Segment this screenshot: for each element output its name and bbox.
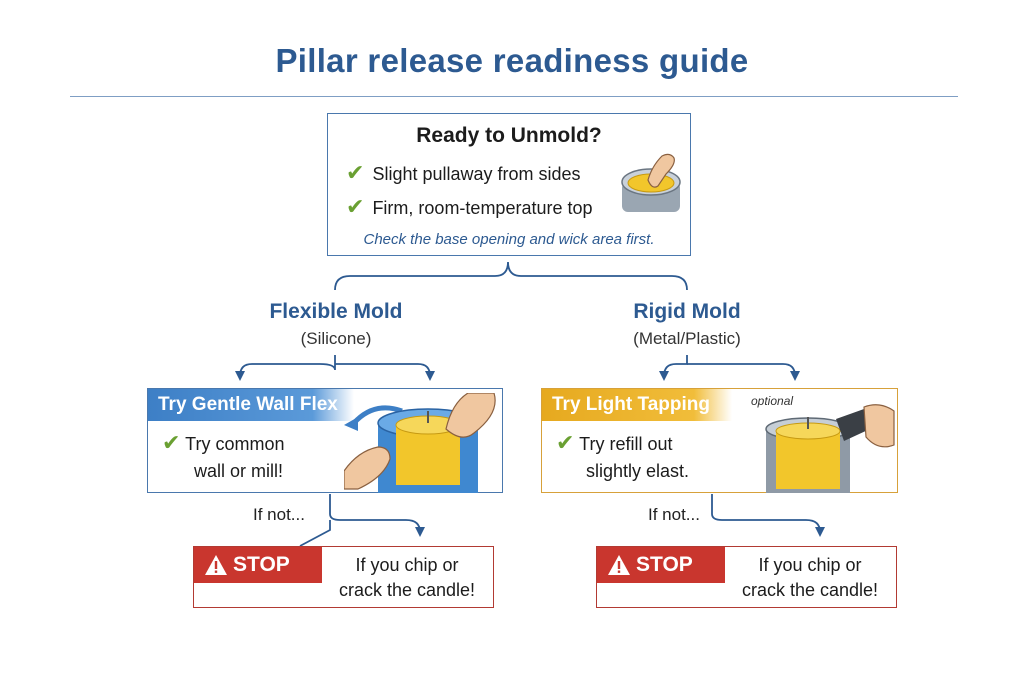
rigid-split-connector: [659, 355, 688, 381]
page-title: Pillar release readiness guide: [275, 42, 749, 79]
flex-if-not-label: If not...: [253, 505, 305, 524]
checkmark-icon: ✔: [162, 430, 181, 455]
check-item-firm-top: ✔Firm, room-temperature top: [346, 194, 593, 219]
optional-label: optional: [751, 394, 794, 408]
checkmark-icon: ✔: [346, 160, 365, 185]
stop-badge: STOP: [597, 547, 725, 583]
flexible-mold-title: Flexible Mold: [269, 300, 403, 323]
rigid-if-not-label: If not...: [648, 505, 700, 524]
flexible-mold-subtitle: (Silicone): [300, 329, 372, 348]
checkmark-icon: ✔: [556, 430, 575, 455]
flex-stop-box: STOP If you chip or crack the candle!: [193, 546, 494, 608]
ready-heading: Ready to Unmold?: [416, 124, 602, 147]
rigid-mold-subtitle: (Metal/Plastic): [633, 329, 741, 348]
flex-tip: ✔ Try common wall or mill!: [162, 430, 285, 481]
stop-warning-text: If you chip or crack the candle!: [338, 555, 476, 600]
rigid-mold-title: Rigid Mold: [633, 300, 741, 323]
rigid-stop-box: STOP If you chip or crack the candle!: [596, 546, 897, 608]
flex-split-connector: [235, 355, 336, 381]
stop-badge: STOP: [194, 547, 322, 583]
silicone-mold-flex-illustration-icon: [344, 393, 496, 493]
ready-to-unmold-box: Ready to Unmold? ✔Slight pullaway from s…: [327, 113, 691, 256]
check-item-pullaway: ✔Slight pullaway from sides: [346, 160, 581, 185]
light-tapping-box: Try Light Tapping optional ✔ Try refill …: [541, 388, 898, 493]
flex-ifnot-connector: [329, 494, 425, 537]
stop-warning-text: If you chip or crack the candle!: [741, 555, 879, 600]
rigid-ifnot-connector: [711, 494, 825, 537]
checkmark-icon: ✔: [346, 194, 365, 219]
warning-triangle-icon: [608, 555, 630, 576]
rigid-tip: ✔ Try refill out slightly elast.: [556, 430, 690, 481]
warning-triangle-icon: [205, 555, 227, 576]
metal-mold-tap-illustration-icon: [765, 404, 895, 493]
top-bracket: [334, 261, 688, 291]
flex-banner: Try Gentle Wall Flex: [148, 389, 354, 421]
gentle-wall-flex-box: Try Gentle Wall Flex ✔ Try common wall o…: [147, 388, 503, 493]
rigid-banner: Try Light Tapping: [542, 389, 732, 421]
title-divider: [70, 96, 958, 97]
finger-candle-illustration-icon: [621, 153, 681, 212]
check-base-note: Check the base opening and wick area fir…: [363, 231, 655, 248]
